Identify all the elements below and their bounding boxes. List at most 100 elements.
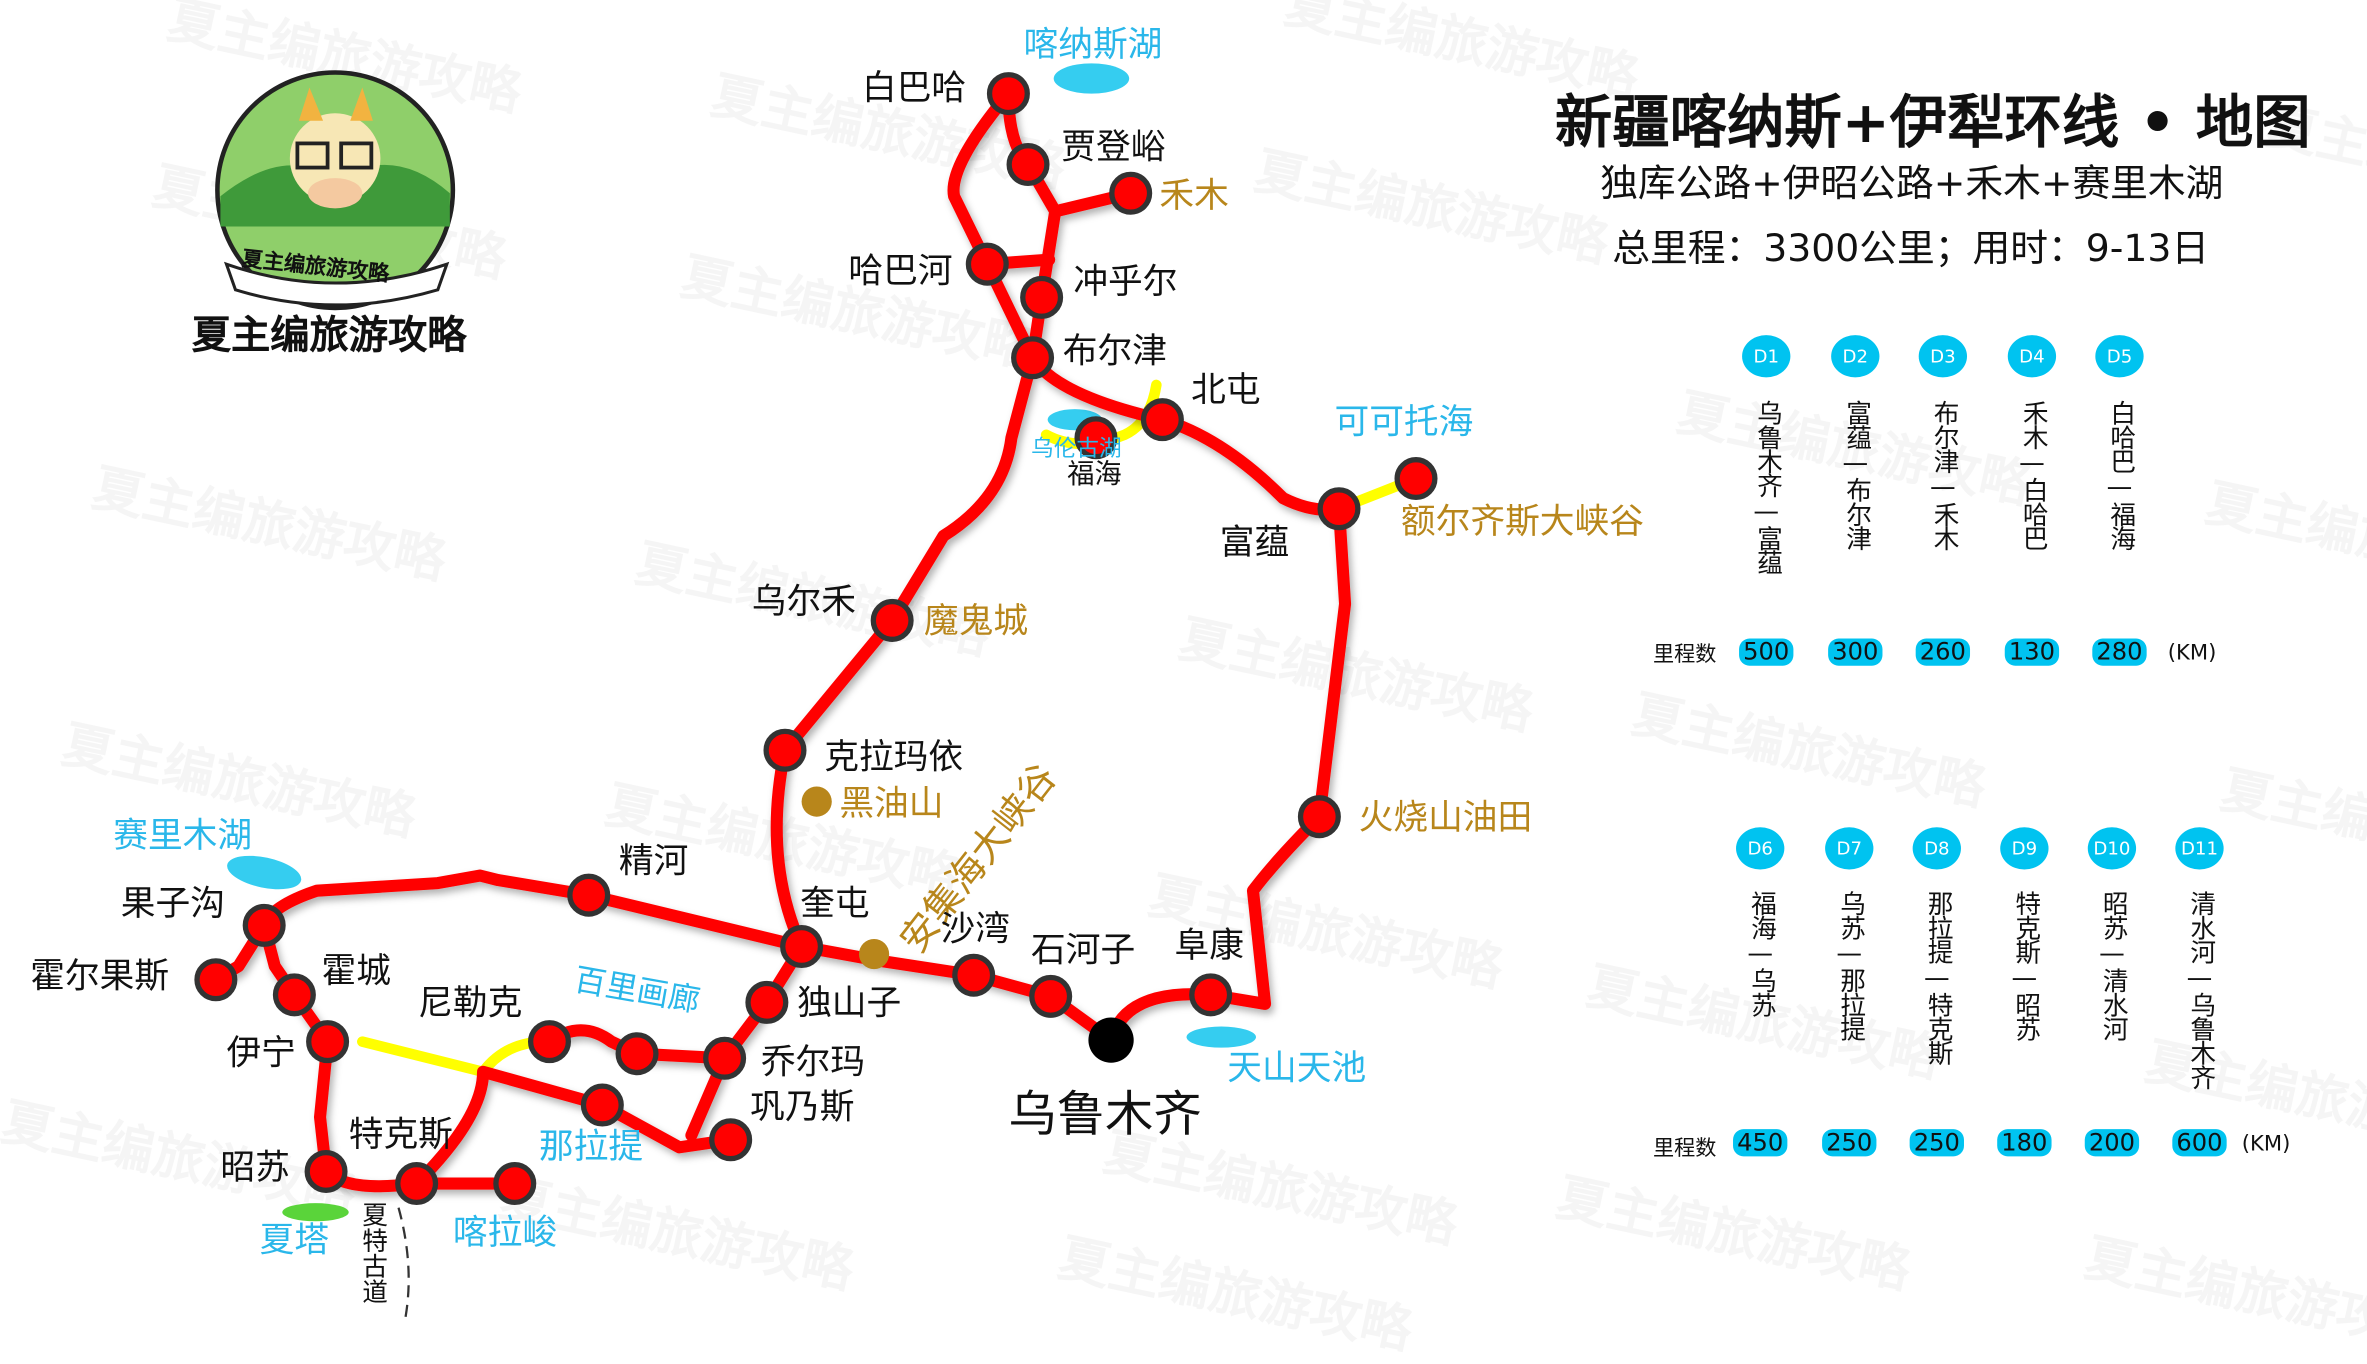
day-mileage: 250 [1909,1128,1964,1157]
logo-name: 夏主编旅游攻略 [191,313,467,360]
route-map [194,63,1438,1323]
stop-node[interactable] [567,873,611,917]
label-kalajun: 喀拉峻 [452,1213,558,1253]
stop-node[interactable] [1020,275,1064,319]
day-route: 昭苏—清水河 [2096,890,2128,1041]
stop-node[interactable] [395,1162,439,1206]
day-badge: D1 [1742,335,1791,378]
stop-node[interactable] [493,1162,537,1206]
stop-node[interactable] [615,1032,659,1076]
mileage-label: 里程数 [1653,1136,1717,1161]
label-nalati: 那拉提 [538,1127,644,1167]
map-canvas: 夏主编旅游攻略夏主编旅游攻略夏主编旅游攻略夏主编旅游攻略夏主编旅游攻略夏主编旅游… [30,25,2311,1323]
label-jinghe: 精河 [618,842,689,882]
stop-node[interactable] [763,728,807,772]
tianchi-lake [1186,1026,1256,1048]
stop-node[interactable] [709,1118,753,1162]
label-wuerhe: 乌尔禾 [751,582,856,622]
label-guozigou: 果子沟 [120,884,225,924]
stop-node[interactable] [965,242,1009,286]
label-ghost-city: 魔鬼城 [923,602,1029,642]
label-tianchi: 天山天池 [1227,1049,1367,1089]
day-badge: D2 [1831,335,1880,378]
stop-node[interactable] [242,903,286,947]
day-mileage: 200 [2084,1128,2140,1157]
label-fuyun: 富蕴 [1219,523,1290,564]
stop-node[interactable] [1317,487,1361,531]
stop-node[interactable] [1297,795,1341,839]
day-route: 乌苏—那拉提 [1834,890,1865,1041]
stop-node[interactable] [870,598,914,642]
day-badge: D5 [2095,335,2144,378]
day-badge: D11 [2175,827,2224,870]
stop-node[interactable] [194,958,238,1002]
logo-horse-icon [215,70,456,311]
label-chonghuer: 冲乎尔 [1073,262,1178,302]
label-baihaba: 白巴哈 [861,69,967,109]
stop-node[interactable] [1140,398,1184,442]
day-badge: D3 [1918,335,1968,378]
day-mileage: 500 [1739,638,1794,666]
stop-node[interactable] [1189,973,1233,1017]
stops [194,72,1438,1206]
day-badge: D7 [1825,827,1874,870]
urumqi-node[interactable] [1088,1017,1134,1063]
trip-summary: 总里程：3300公里；用时：9-13日 [1612,226,2210,271]
xiata-meadow [282,1203,349,1222]
day-mileage: 600 [2172,1128,2227,1157]
label-heiyoushan: 黑油山 [839,784,944,825]
stop-node[interactable] [952,953,996,997]
unit-label: (KM) [2167,641,2217,666]
label-dushanzi: 独山子 [797,984,902,1024]
kanas-lake [1053,63,1130,94]
stop-node[interactable] [745,980,789,1024]
day-route: 清水河—乌鲁木齐 [2184,890,2215,1089]
label-fukang: 阜康 [1174,926,1244,967]
label-koktokay: 可可托海 [1334,403,1474,443]
label-kanas-lake: 喀纳斯湖 [1023,25,1163,65]
label-khorgos: 霍尔果斯 [30,957,170,997]
label-tekes: 特克斯 [348,1115,453,1155]
stop-node[interactable] [580,1083,624,1127]
label-karamay: 克拉玛依 [824,738,964,778]
label-gongnaisi: 巩乃斯 [750,1088,855,1128]
day-badge: D6 [1736,827,1785,870]
stop-node[interactable] [1011,336,1055,380]
day-route: 那拉提—特克斯 [1921,890,1952,1065]
main-route [209,87,1352,1193]
day-mileage: 280 [2092,638,2147,666]
day-route: 布尔津—禾木 [1927,400,1958,550]
label-qiaoerma: 乔尔玛 [760,1043,866,1083]
label-yining: 伊宁 [226,1034,296,1074]
stop-node[interactable] [527,1020,572,1064]
label-fuhai: 福海 [1067,458,1122,491]
day-route: 福海—乌苏 [1745,890,1776,1016]
stop-node[interactable] [780,925,824,969]
day-badge: D10 [2087,827,2137,870]
stop-node[interactable] [272,973,316,1017]
mileage-label: 里程数 [1653,643,1717,668]
day-route: 白哈巴—福海 [2104,400,2135,550]
label-shawan: 沙湾 [940,910,1010,950]
stop-node[interactable] [306,1020,350,1064]
day-route: 富蕴—布尔津 [1840,400,1871,550]
page-title: 新疆喀纳斯+伊犁环线 • 地图 [1554,89,2311,156]
stop-node[interactable] [1074,416,1118,460]
label-irtysh-canyon: 额尔齐斯大峡谷 [1400,502,1644,542]
label-huocheng: 霍城 [321,952,391,992]
stop-node[interactable] [304,1149,348,1193]
anjihai-dot [858,938,890,970]
day-mileage: 180 [1997,1128,2052,1157]
stop-node[interactable] [703,1036,747,1080]
day-badge: D8 [1912,827,1961,870]
stop-node[interactable] [1029,974,1073,1018]
stop-node[interactable] [1006,143,1050,187]
label-habahe: 哈巴河 [848,252,953,292]
sayram-lake [227,855,302,890]
stop-node[interactable] [986,72,1030,116]
label-ulungur-lake: 乌伦古湖 [1031,434,1122,462]
label-burqin: 布尔津 [1062,332,1167,372]
stop-node[interactable] [1394,457,1438,501]
stop-node[interactable] [1109,171,1153,215]
label-beitun: 北屯 [1191,371,1261,411]
